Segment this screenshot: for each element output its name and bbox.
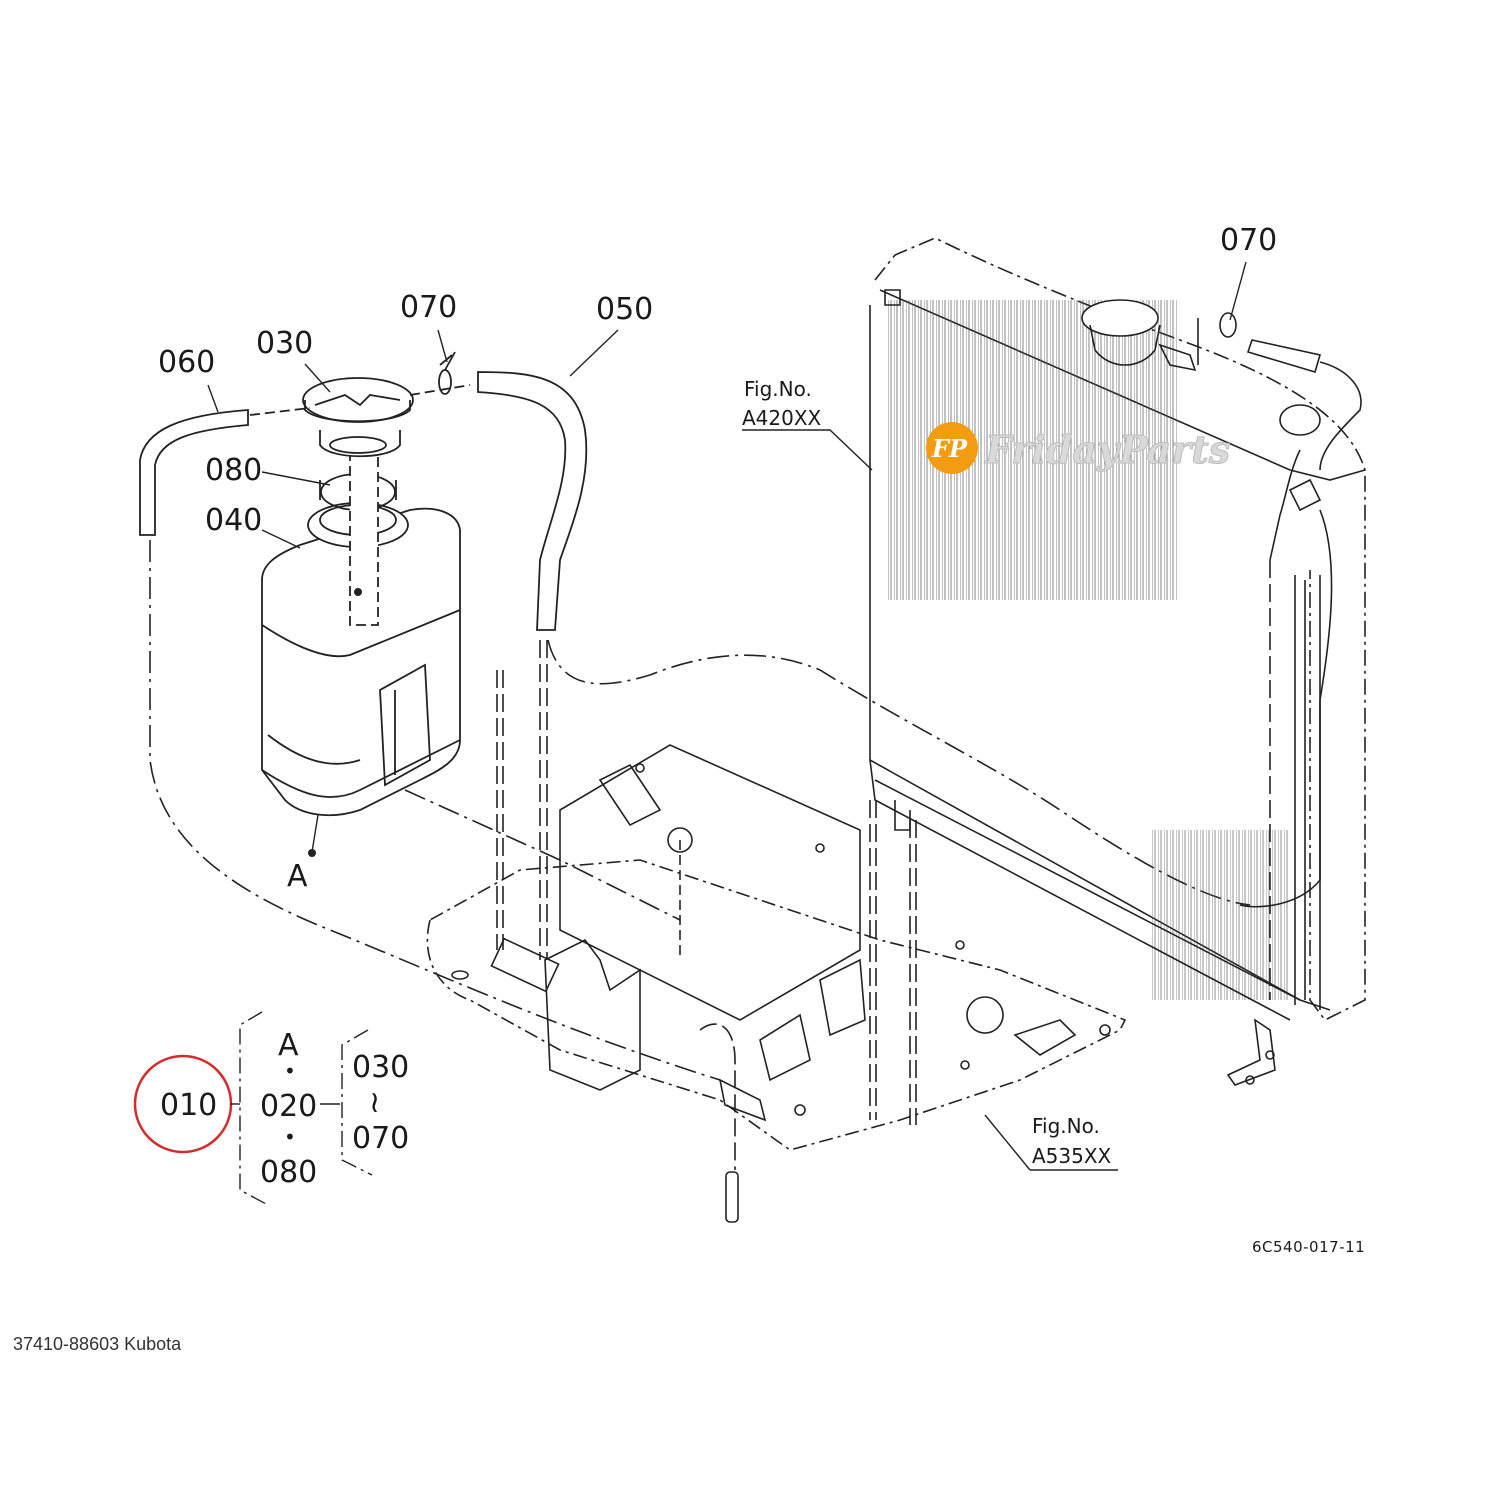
fig-ref-radiator-code: A420XX [742,406,822,430]
legend-dot-1: • [284,1059,296,1083]
callout-050: 050 [596,292,653,327]
part-caption: 37410-88603 Kubota [13,1334,182,1354]
callout-080: 080 [205,453,262,488]
drawing-code: 6C540-017-11 [1252,1238,1365,1256]
legend-020: 020 [260,1089,317,1124]
leader-lines [207,261,1247,1171]
legend-a: A [278,1028,299,1063]
callout-070-left: 070 [400,290,457,325]
fp-logo-initials: FP [931,434,968,463]
callout-labels: 060 030 070 050 080 040 070 A Fig.No. A4… [158,223,1365,1256]
fridayparts-watermark: FP FridayParts [926,422,1231,474]
callout-030: 030 [256,326,313,361]
overflow-hose-060-drawing [139,407,311,536]
watermark-brand: FridayParts [984,427,1230,472]
phantom-outline [149,540,1251,1081]
tank-cap-drawing [302,377,414,458]
legend-range-end: 070 [352,1121,409,1156]
fig-ref-floor-label: Fig.No. [1032,1114,1100,1138]
point-a-label: A [287,859,308,894]
callout-070-right: 070 [1220,223,1277,258]
callout-060: 060 [158,345,215,380]
legend-range-start: 030 [352,1050,409,1085]
assembly-legend: 010 A • 020 • 080 030 ≀ 070 [133,1011,409,1206]
legend-range-tilde: ≀ [369,1085,380,1120]
legend-080: 080 [260,1155,317,1190]
radiator-drawing [869,237,1366,1086]
reserve-tank-drawing [261,454,461,817]
legend-dot-2: • [284,1125,296,1149]
legend-010: 010 [160,1088,217,1123]
fp-logo-badge [926,422,978,474]
fig-ref-radiator-label: Fig.No. [744,377,812,401]
callout-040: 040 [205,503,262,538]
fig-ref-floor-code: A535XX [1032,1144,1112,1168]
overflow-hose-050-drawing [409,351,588,631]
floor-plate-drawing [426,640,1127,1223]
